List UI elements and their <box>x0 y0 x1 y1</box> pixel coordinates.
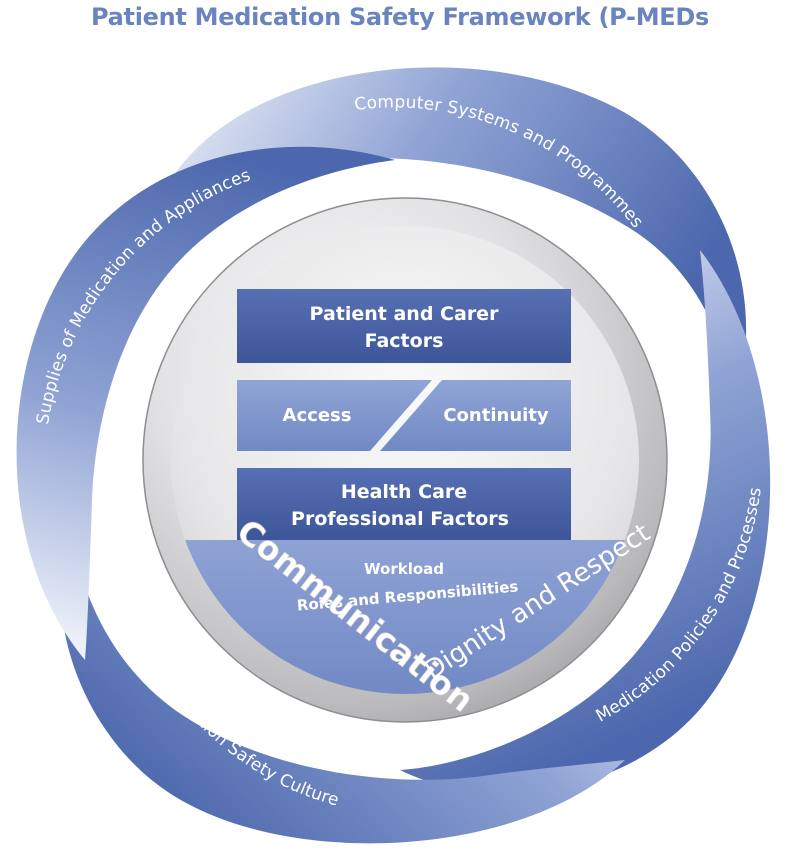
box-continuity <box>380 380 571 451</box>
swirl-band-bottom <box>60 530 626 844</box>
continuity-label: Continuity <box>443 405 549 426</box>
hcp-line2: Professional Factors <box>291 508 509 530</box>
hcp-line1: Health Care <box>341 481 467 503</box>
swirl-band-right <box>400 250 771 793</box>
box-health-care-professional <box>237 468 571 540</box>
diagram-title: Patient Medication Safety Framework (P-M… <box>91 3 709 31</box>
core-disc: Patient and Carer Factors Access Continu… <box>142 197 668 723</box>
patient-carer-line1: Patient and Carer <box>310 303 500 325</box>
access-label: Access <box>283 405 352 426</box>
swirl-band-left <box>16 146 396 660</box>
box-patient-carer <box>237 289 571 363</box>
patient-carer-line2: Factors <box>365 330 444 352</box>
box-access <box>237 380 432 451</box>
workload-label: Workload <box>364 560 444 578</box>
